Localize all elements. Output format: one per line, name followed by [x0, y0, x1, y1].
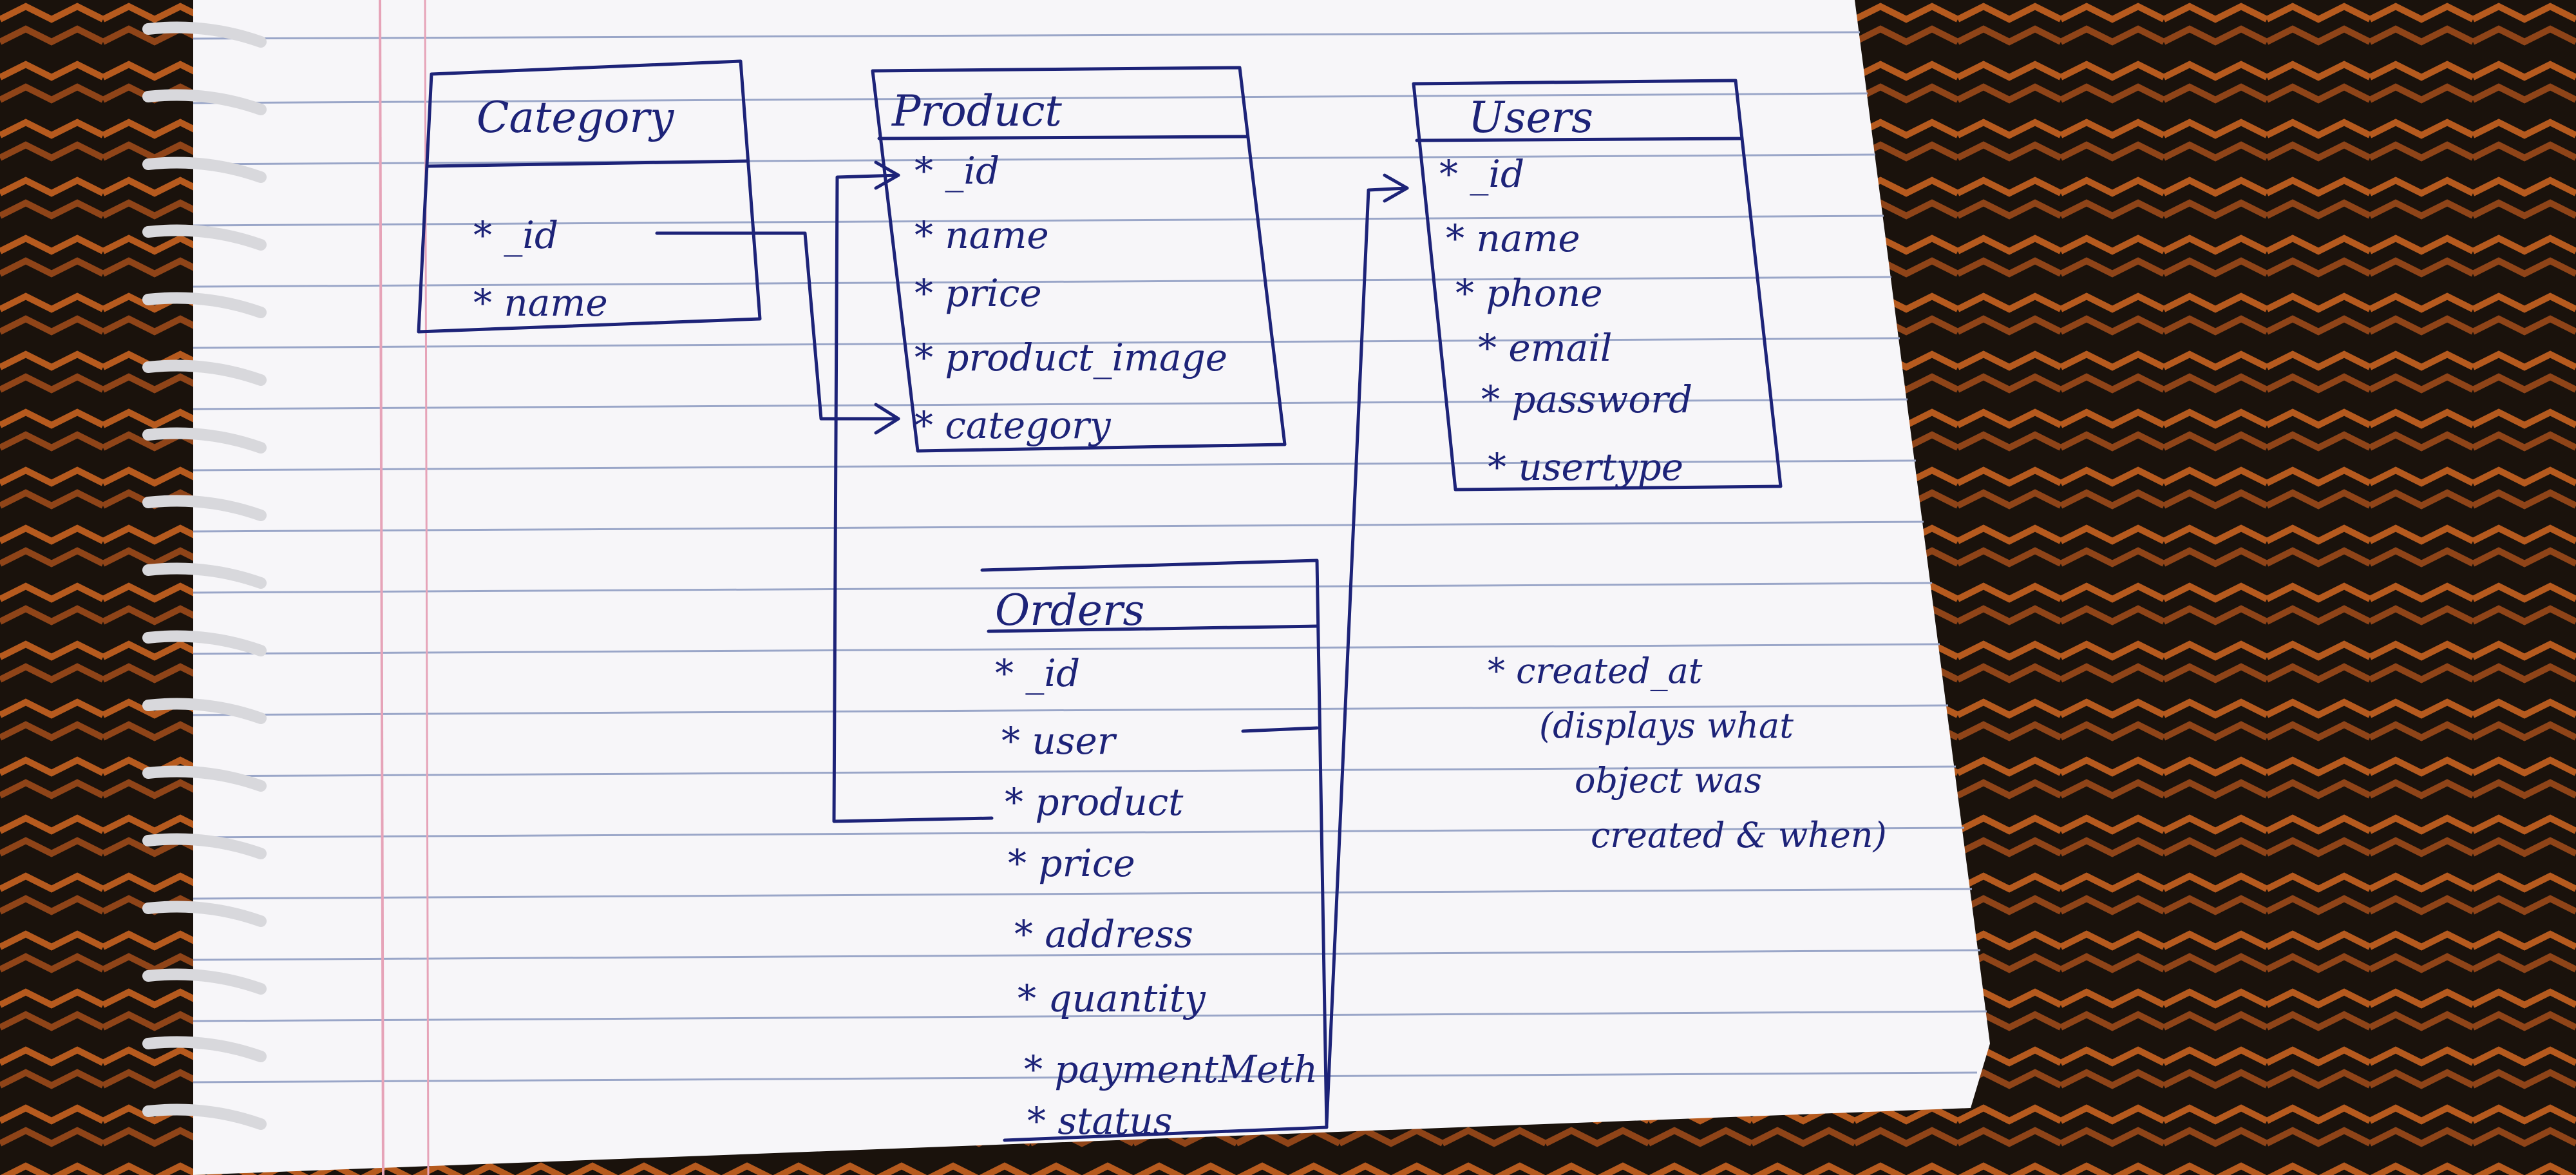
entity-field: * user: [1001, 719, 1117, 763]
note-line: (displays what: [1539, 705, 1794, 746]
entity-title: Users: [1468, 93, 1593, 142]
note-line: created & when): [1591, 815, 1887, 855]
entity-field: * password: [1481, 377, 1692, 421]
spiral-binding: [142, 21, 267, 1130]
entity-field: * product_image: [914, 336, 1227, 379]
entity-field: * phone: [1455, 271, 1603, 315]
entity-field: * product: [1005, 780, 1184, 824]
entity-field: * price: [914, 271, 1042, 315]
entity-field: * name: [473, 281, 608, 325]
entity-field: * price: [1008, 841, 1135, 885]
entity-field: * _id: [1439, 152, 1524, 196]
note-created-at: * created_at (displays what object was c…: [1488, 651, 1887, 855]
entity-orders: Orders * _id * user * product * price * …: [980, 559, 1329, 1143]
note-line: object was: [1575, 760, 1762, 801]
margin-line: [379, 0, 384, 1175]
entity-field: * _id: [473, 213, 558, 257]
entity-title: Product: [891, 86, 1062, 136]
entity-field: * name: [914, 213, 1049, 257]
entity-field: * email: [1478, 326, 1612, 370]
entity-field: * address: [1014, 912, 1193, 956]
note-line: * created_at: [1488, 651, 1703, 691]
entity-field: * _id: [914, 149, 999, 193]
entity-product: Product * _id * name * price * product_i…: [871, 66, 1287, 453]
entity-field: * name: [1446, 216, 1580, 260]
entity-field: * paymentMeth: [1024, 1047, 1318, 1091]
entity-title: Orders: [995, 586, 1144, 635]
entity-field: * _id: [995, 651, 1080, 695]
relationship-lines: [655, 160, 1409, 1126]
entity-users: Users * _id * name * phone * email * pas…: [1412, 79, 1783, 492]
entity-category: Category * _id * name: [417, 59, 762, 334]
entity-title: Category: [477, 93, 674, 142]
entity-field: * quantity: [1018, 977, 1206, 1020]
entity-field: * usertype: [1488, 445, 1683, 489]
ruled-lines: [193, 31, 1987, 1084]
entity-field: * status: [1027, 1099, 1173, 1143]
entity-field: * category: [914, 403, 1112, 447]
